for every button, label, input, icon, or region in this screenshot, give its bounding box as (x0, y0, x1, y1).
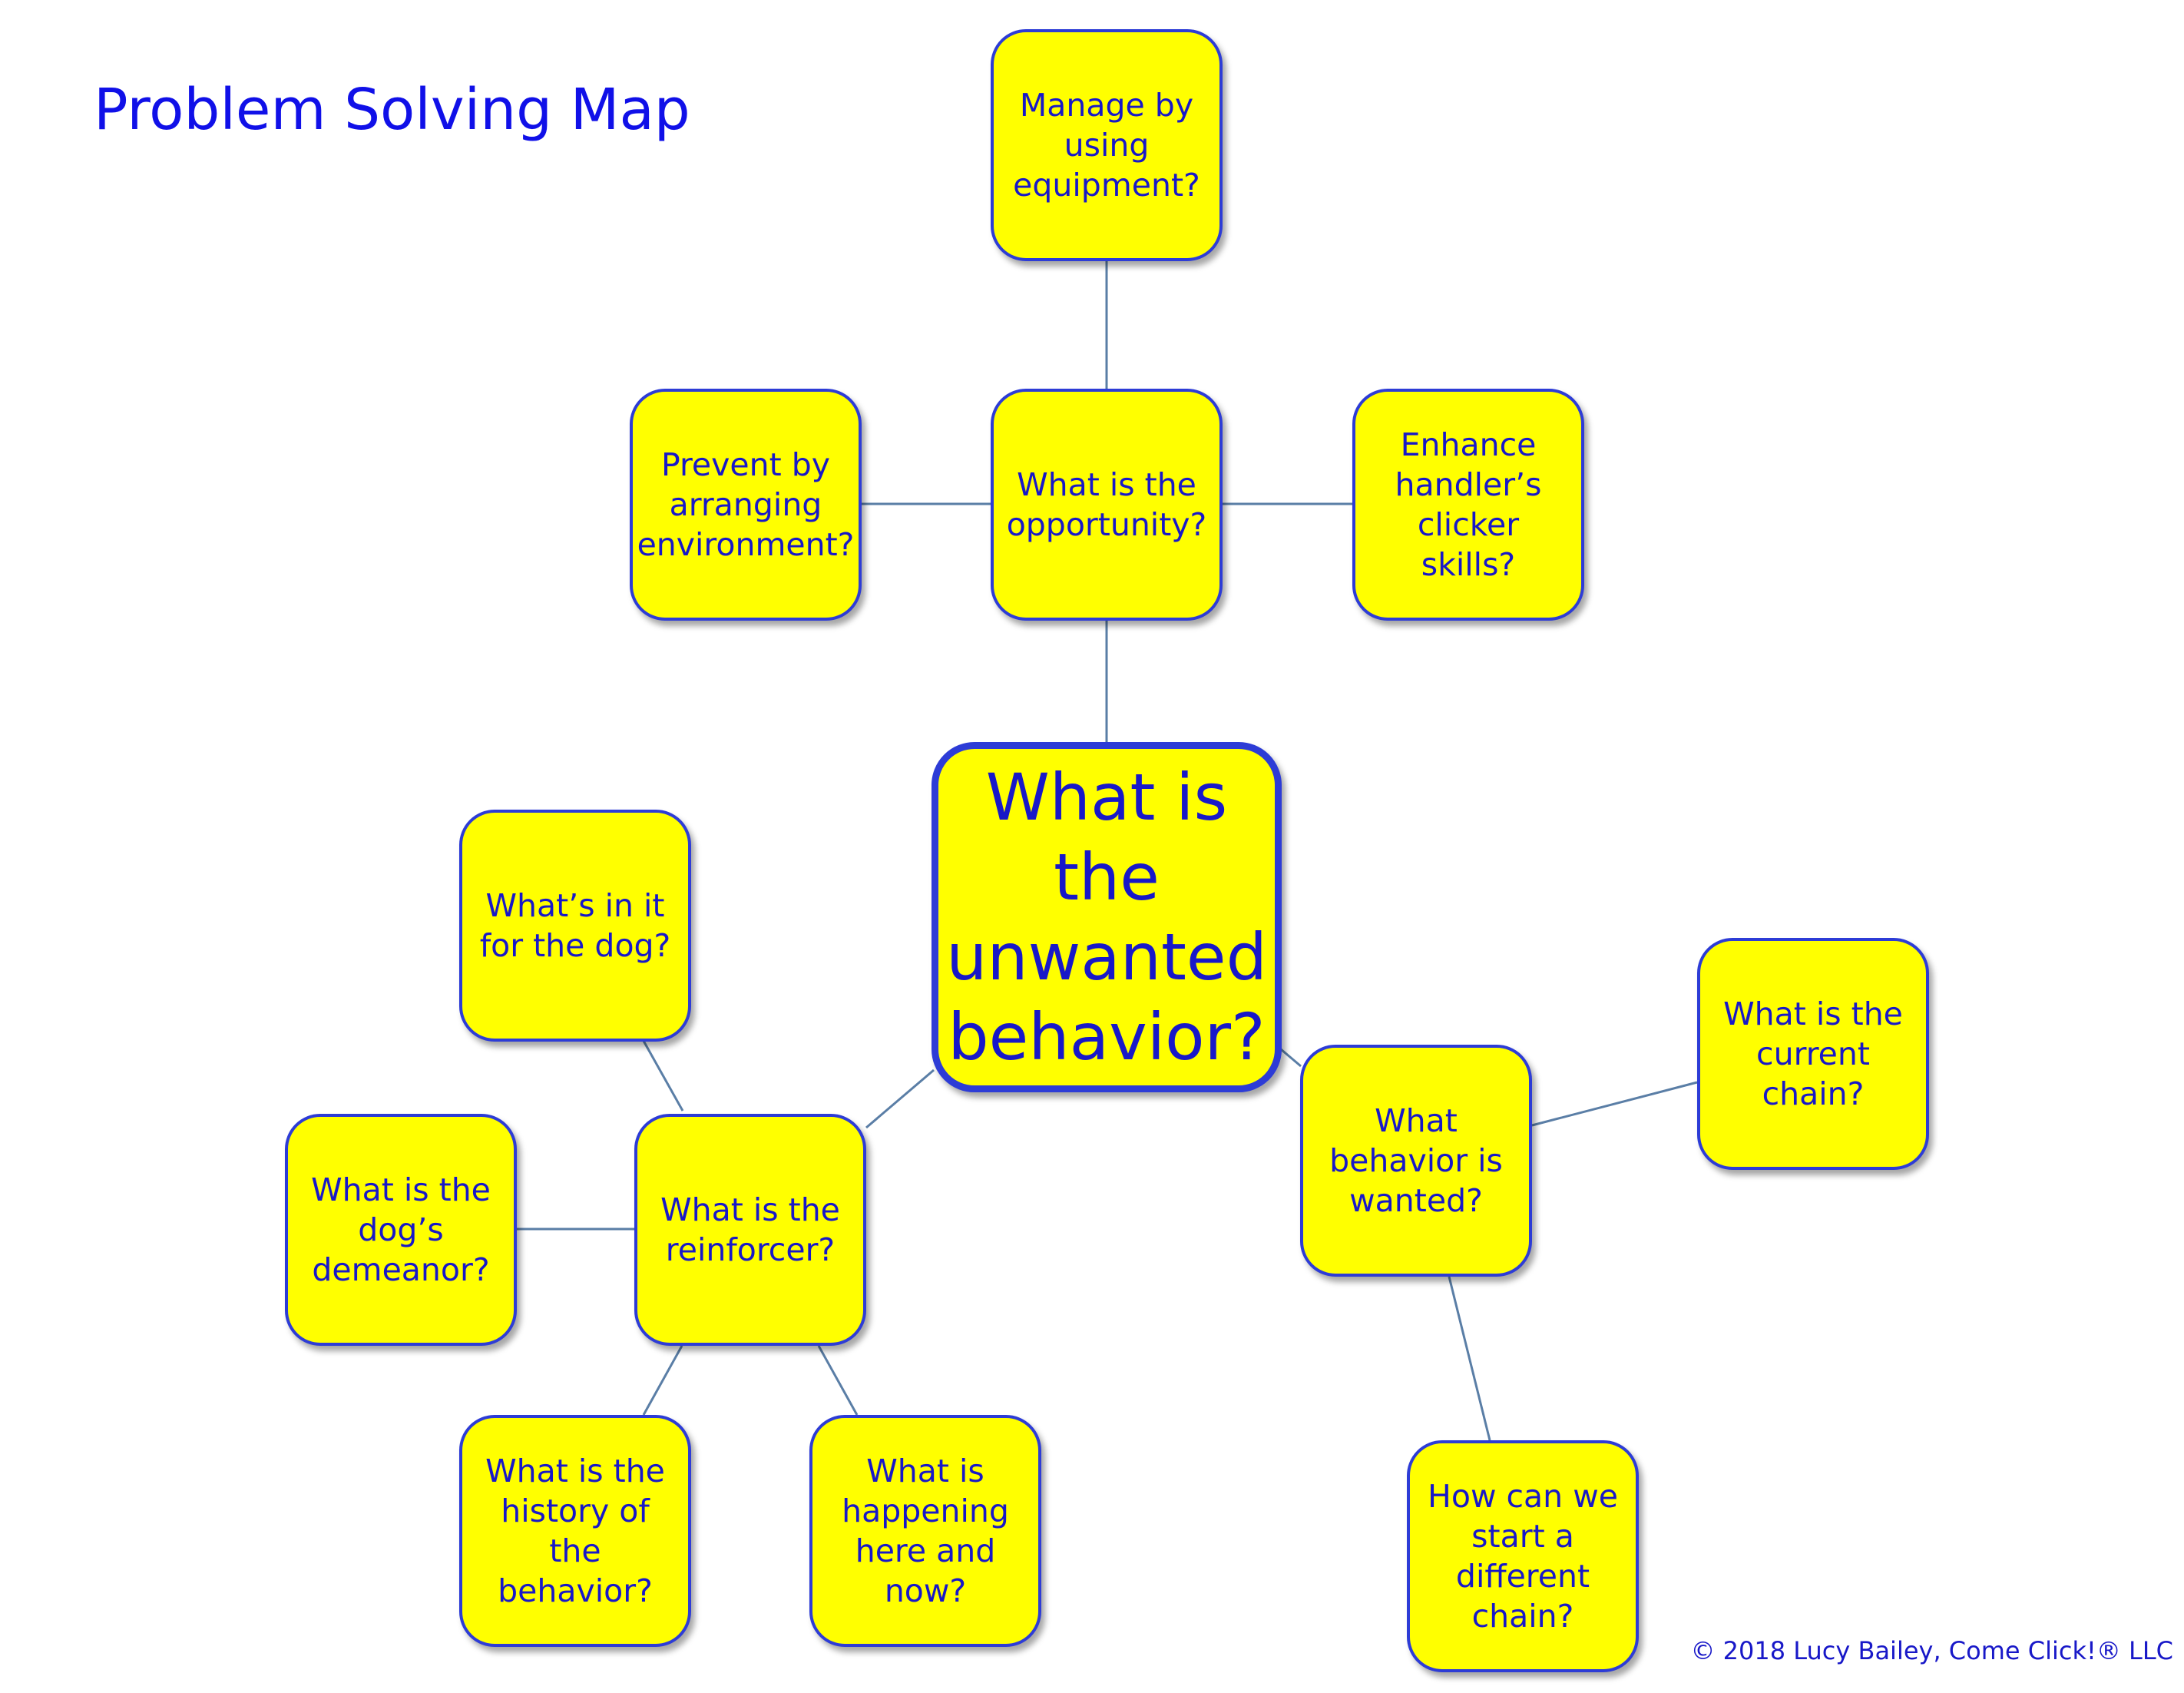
node-opportunity: What is the opportunity? (991, 389, 1223, 621)
copyright-notice: © 2018 Lucy Bailey, Come Click!® LLC (1690, 1636, 2173, 1665)
node-prevent: Prevent by arranging environment? (630, 389, 862, 621)
connector-wanted-current-chain (1531, 1081, 1698, 1127)
node-current-chain: What is the current chain? (1697, 938, 1929, 1170)
node-history: What is the history of the behavior? (459, 1415, 691, 1647)
node-equipment: Manage by using equipment? (991, 29, 1223, 261)
connector-center-wanted (1280, 1048, 1302, 1068)
connector-reinforcer-history (642, 1345, 683, 1416)
node-reinforcer: What is the reinforcer? (634, 1114, 866, 1346)
node-different-chain: How can we start a different chain? (1407, 1440, 1639, 1672)
connector-wanted-different-chain (1448, 1276, 1491, 1441)
connector-center-reinforcer (865, 1068, 935, 1129)
node-behavior-wanted: What behavior is wanted? (1300, 1045, 1532, 1277)
connector-in-it-reinforcer (642, 1040, 684, 1112)
page-title: Problem Solving Map (94, 77, 690, 143)
connector-reinforcer-here-now (817, 1345, 859, 1416)
node-center-unwanted-behavior: What is the unwanted behavior? (932, 742, 1282, 1092)
node-demeanor: What is the dog’s demeanor? (285, 1114, 517, 1346)
node-in-it-for-dog: What’s in it for the dog? (459, 810, 691, 1042)
node-enhance: Enhance handler’s clicker skills? (1352, 389, 1584, 621)
node-here-and-now: What is happening here and now? (809, 1415, 1041, 1647)
